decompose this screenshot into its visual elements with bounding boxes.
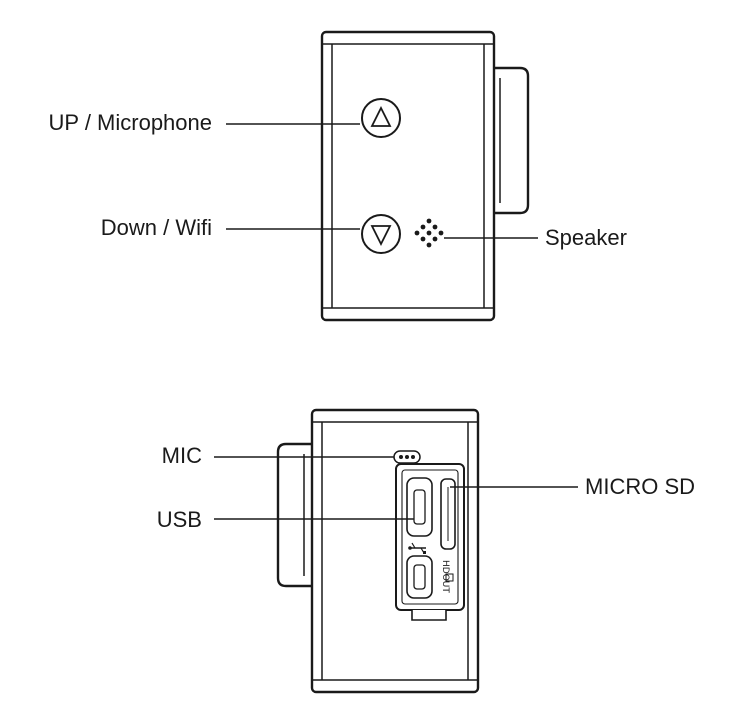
down-button[interactable] [361, 214, 401, 254]
usb-label: USB [157, 507, 202, 532]
mic-holes [393, 450, 421, 464]
up-button[interactable] [361, 98, 401, 138]
triangle-up-icon [370, 105, 392, 127]
lens-housing-bottom [276, 442, 312, 588]
speaker-label: Speaker [545, 225, 627, 250]
camera-body-bottom [310, 408, 480, 694]
hdout-label: HDOUT [440, 560, 450, 593]
camera-body [320, 30, 496, 322]
down-wifi-label: Down / Wifi [101, 215, 212, 240]
hdmi-icon [445, 573, 454, 582]
camera-side-view-ports: HDOUT MIC USB MICRO SD [157, 408, 695, 694]
up-microphone-label: UP / Microphone [49, 110, 212, 135]
usb-icon [408, 542, 426, 554]
triangle-down-icon [370, 225, 392, 247]
micro-sd-label: MICRO SD [585, 474, 695, 499]
lens-housing [494, 66, 530, 215]
speaker-grille [414, 218, 444, 248]
micro-sd-slot[interactable] [440, 478, 456, 550]
usb-port[interactable] [406, 477, 433, 537]
hdmi-port[interactable] [406, 555, 433, 599]
mic-label: MIC [162, 443, 202, 468]
camera-side-view-buttons: UP / Microphone Down / Wifi Speaker [49, 30, 627, 322]
